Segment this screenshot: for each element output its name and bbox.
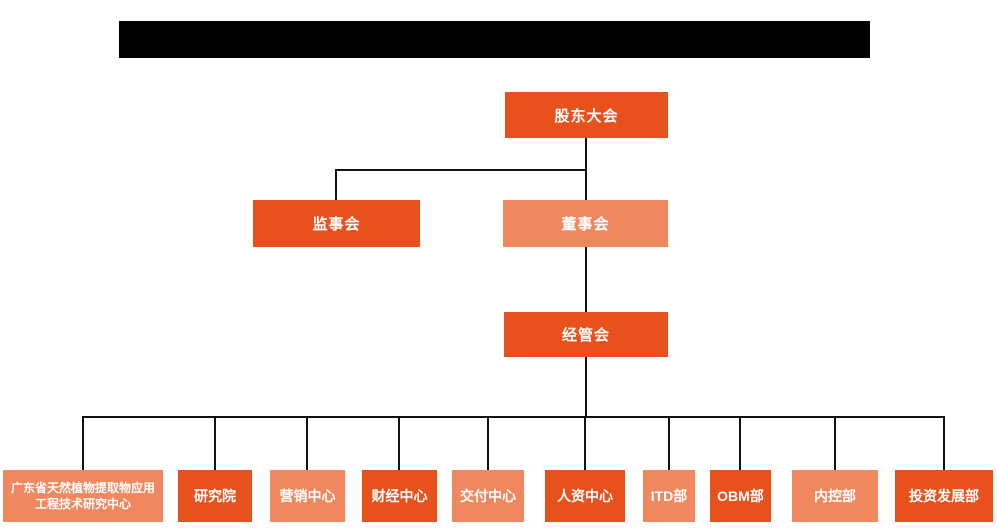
connector-board-to-management (585, 247, 587, 312)
node-dept-investment-development: 投资发展部 (895, 470, 993, 522)
connector-drop-dept-0 (82, 416, 84, 470)
node-dept-finance-center: 财经中心 (362, 470, 437, 522)
node-dept-hr-center: 人资中心 (545, 470, 625, 522)
connector-drop-dept-4 (487, 416, 489, 470)
connector-drop-dept-2 (306, 416, 308, 470)
connector-drop-dept-8 (834, 416, 836, 470)
node-dept-itd: ITD部 (643, 470, 695, 522)
node-shareholders-meeting: 股东大会 (505, 92, 668, 138)
connector-supervisory-drop (335, 169, 337, 200)
connector-drop-dept-6 (668, 416, 670, 470)
connector-drop-dept-7 (739, 416, 741, 470)
connector-departments-horizontal (82, 416, 945, 418)
node-dept-internal-control: 内控部 (792, 470, 878, 522)
node-board-of-directors: 董事会 (503, 200, 668, 247)
connector-drop-dept-5 (584, 416, 586, 470)
connector-management-down (585, 357, 587, 417)
node-supervisory-board: 监事会 (253, 200, 420, 247)
connector-drop-dept-1 (214, 416, 216, 470)
redacted-title-bar (119, 21, 870, 58)
connector-drop-dept-3 (398, 416, 400, 470)
connector-level2-horizontal (335, 169, 587, 171)
node-dept-obm: OBM部 (710, 470, 771, 522)
node-management-committee: 经管会 (504, 312, 668, 357)
node-dept-delivery-center: 交付中心 (452, 470, 524, 522)
node-dept-research-institute: 研究院 (178, 470, 252, 522)
node-dept-research-center: 广东省天然植物提取物应用工程技术研究中心 (3, 470, 163, 522)
connector-drop-dept-9 (943, 416, 945, 470)
node-dept-marketing-center: 营销中心 (270, 470, 345, 522)
